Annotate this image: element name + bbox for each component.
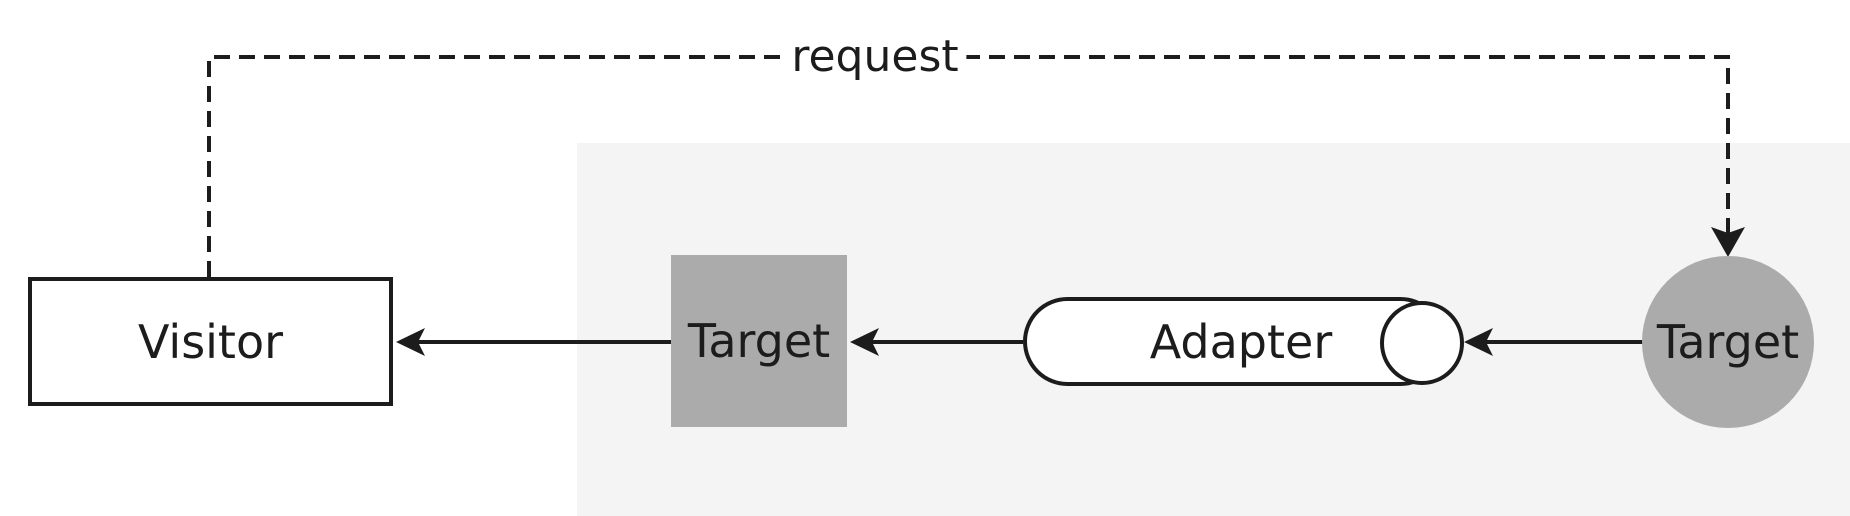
target-circle-node: Target bbox=[1642, 256, 1814, 428]
visitor-arrowhead-icon bbox=[396, 328, 425, 356]
target-square-label: Target bbox=[687, 314, 831, 368]
target-square-node: Target bbox=[671, 255, 847, 427]
visitor-label: Visitor bbox=[137, 314, 284, 369]
request-edge-label: request bbox=[783, 33, 967, 81]
adapter-node: Adapter bbox=[1023, 297, 1445, 386]
adapter-socket-circle bbox=[1380, 301, 1464, 385]
adapter-label: Adapter bbox=[1149, 314, 1333, 369]
visitor-node: Visitor bbox=[28, 277, 393, 406]
target-circle-label: Target bbox=[1656, 315, 1800, 369]
